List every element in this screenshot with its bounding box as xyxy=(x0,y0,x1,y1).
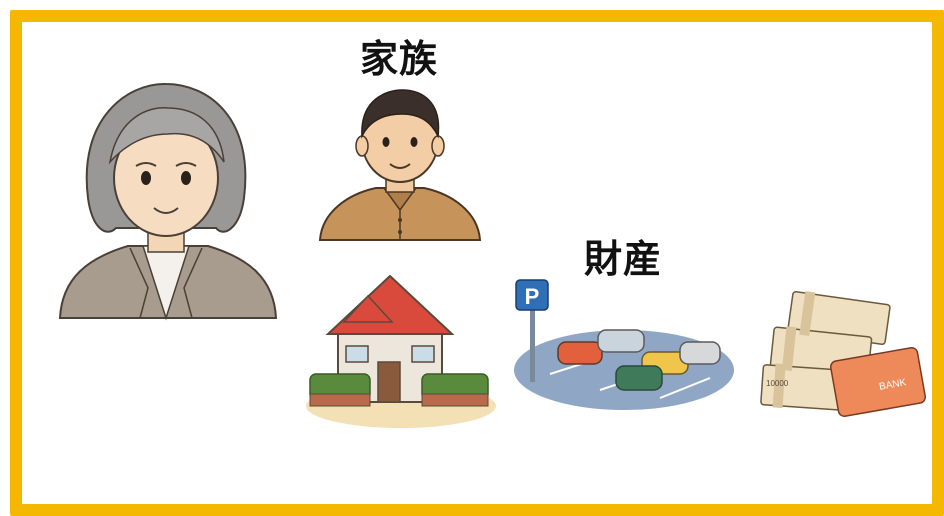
parking-sign-letter: P xyxy=(525,284,540,309)
parking-lot-illustration: P xyxy=(514,279,734,410)
middle-aged-man-illustration xyxy=(318,89,482,241)
assets-label: 財産 xyxy=(584,237,663,281)
family-label: 家族 xyxy=(360,37,439,81)
bankbook-label: BANK xyxy=(878,377,907,393)
house-illustration xyxy=(306,274,496,428)
money-illustration: 10000 BANK xyxy=(760,291,926,418)
banknote-denomination: 10000 xyxy=(766,379,789,388)
elderly-woman-illustration xyxy=(58,82,278,321)
